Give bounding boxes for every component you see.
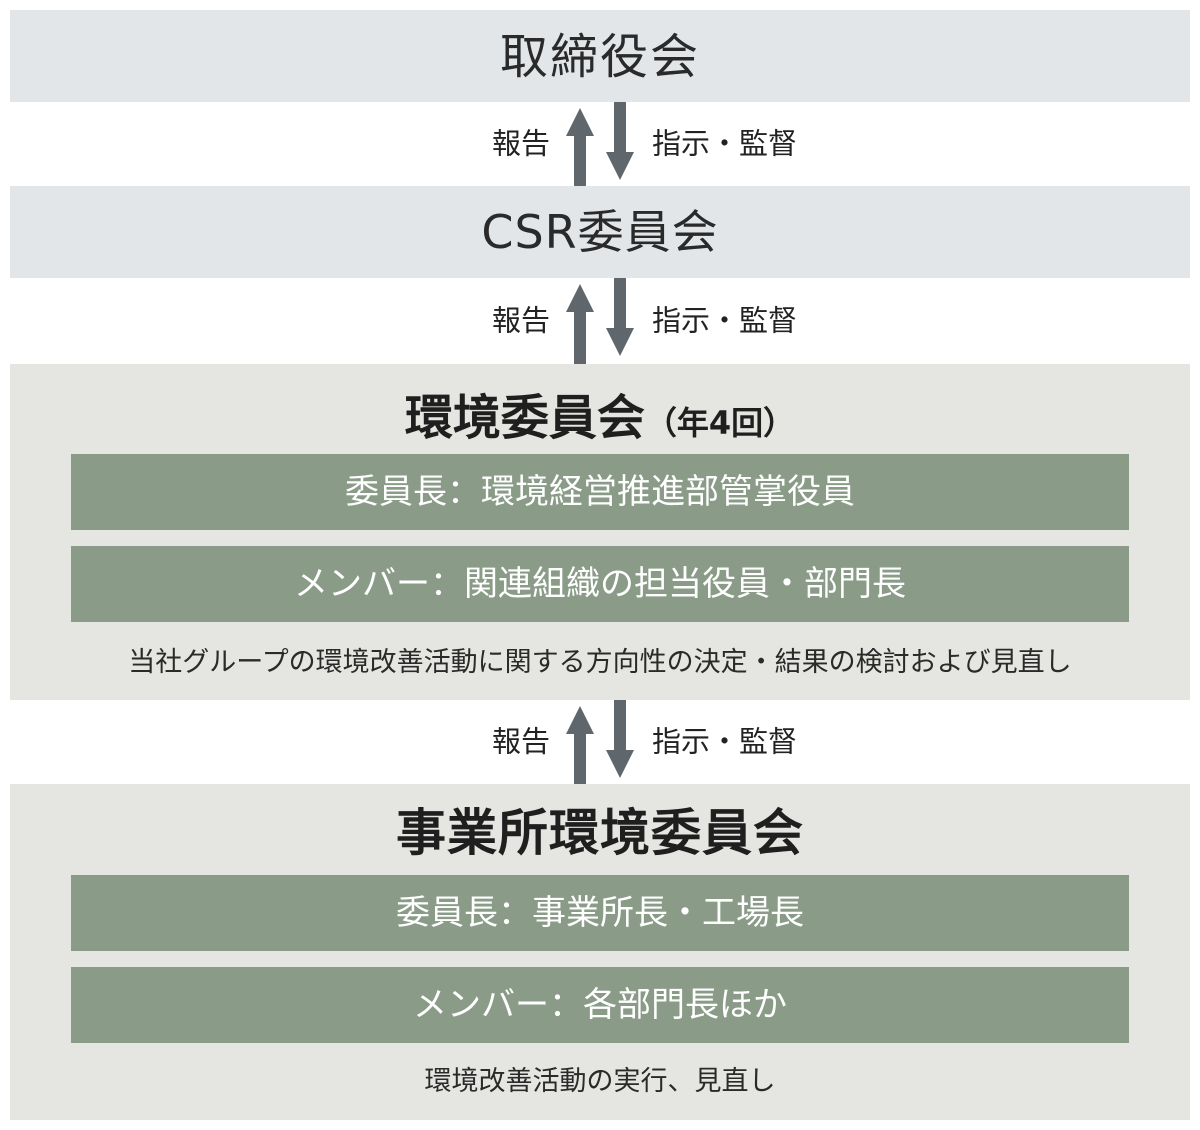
env-committee-box: 環境委員会（年4回） 委員長：環境経営推進部管掌役員 メンバー：関連組織の担当役…	[10, 364, 1190, 700]
env-committee-name: 環境委員会	[404, 390, 645, 446]
board-title: 取締役会	[499, 29, 700, 85]
site-role-text: 環境改善活動の実行、見直し	[424, 1066, 776, 1097]
bidirectional-arrow-icon	[566, 700, 634, 784]
site-committee-box: 事業所環境委員会 委員長：事業所長・工場長 メンバー：各部門長ほか 環境改善活動…	[10, 784, 1190, 1120]
report-label: 報告	[491, 303, 550, 338]
env-committee-frequency: （年4回）	[644, 404, 796, 442]
env-members-bar: メンバー：関連組織の担当役員・部門長	[71, 546, 1129, 622]
site-chair-bar: 委員長：事業所長・工場長	[71, 875, 1129, 951]
instruct-label: 指示・監督	[652, 126, 798, 161]
csr-title: CSR委員会	[481, 205, 719, 259]
site-committee-title: 事業所環境委員会	[396, 804, 804, 862]
bidirectional-arrow-icon	[566, 102, 634, 186]
env-committee-title: 環境委員会（年4回）	[10, 394, 1190, 442]
bidirectional-arrow-icon	[566, 278, 634, 364]
report-label: 報告	[491, 126, 550, 161]
connector-env-site: 報告 指示・監督	[0, 700, 1200, 784]
env-chair-bar: 委員長：環境経営推進部管掌役員	[71, 454, 1129, 530]
instruct-label: 指示・監督	[652, 303, 798, 338]
report-label: 報告	[491, 724, 550, 759]
connector-board-csr: 報告 指示・監督	[0, 102, 1200, 186]
instruct-label: 指示・監督	[652, 724, 798, 759]
env-role-text: 当社グループの環境改善活動に関する方向性の決定・結果の検討および見直し	[128, 647, 1072, 678]
site-members-bar: メンバー：各部門長ほか	[71, 967, 1129, 1043]
csr-box: CSR委員会	[10, 186, 1190, 278]
board-box: 取締役会	[10, 10, 1190, 102]
connector-csr-env: 報告 指示・監督	[0, 278, 1200, 364]
